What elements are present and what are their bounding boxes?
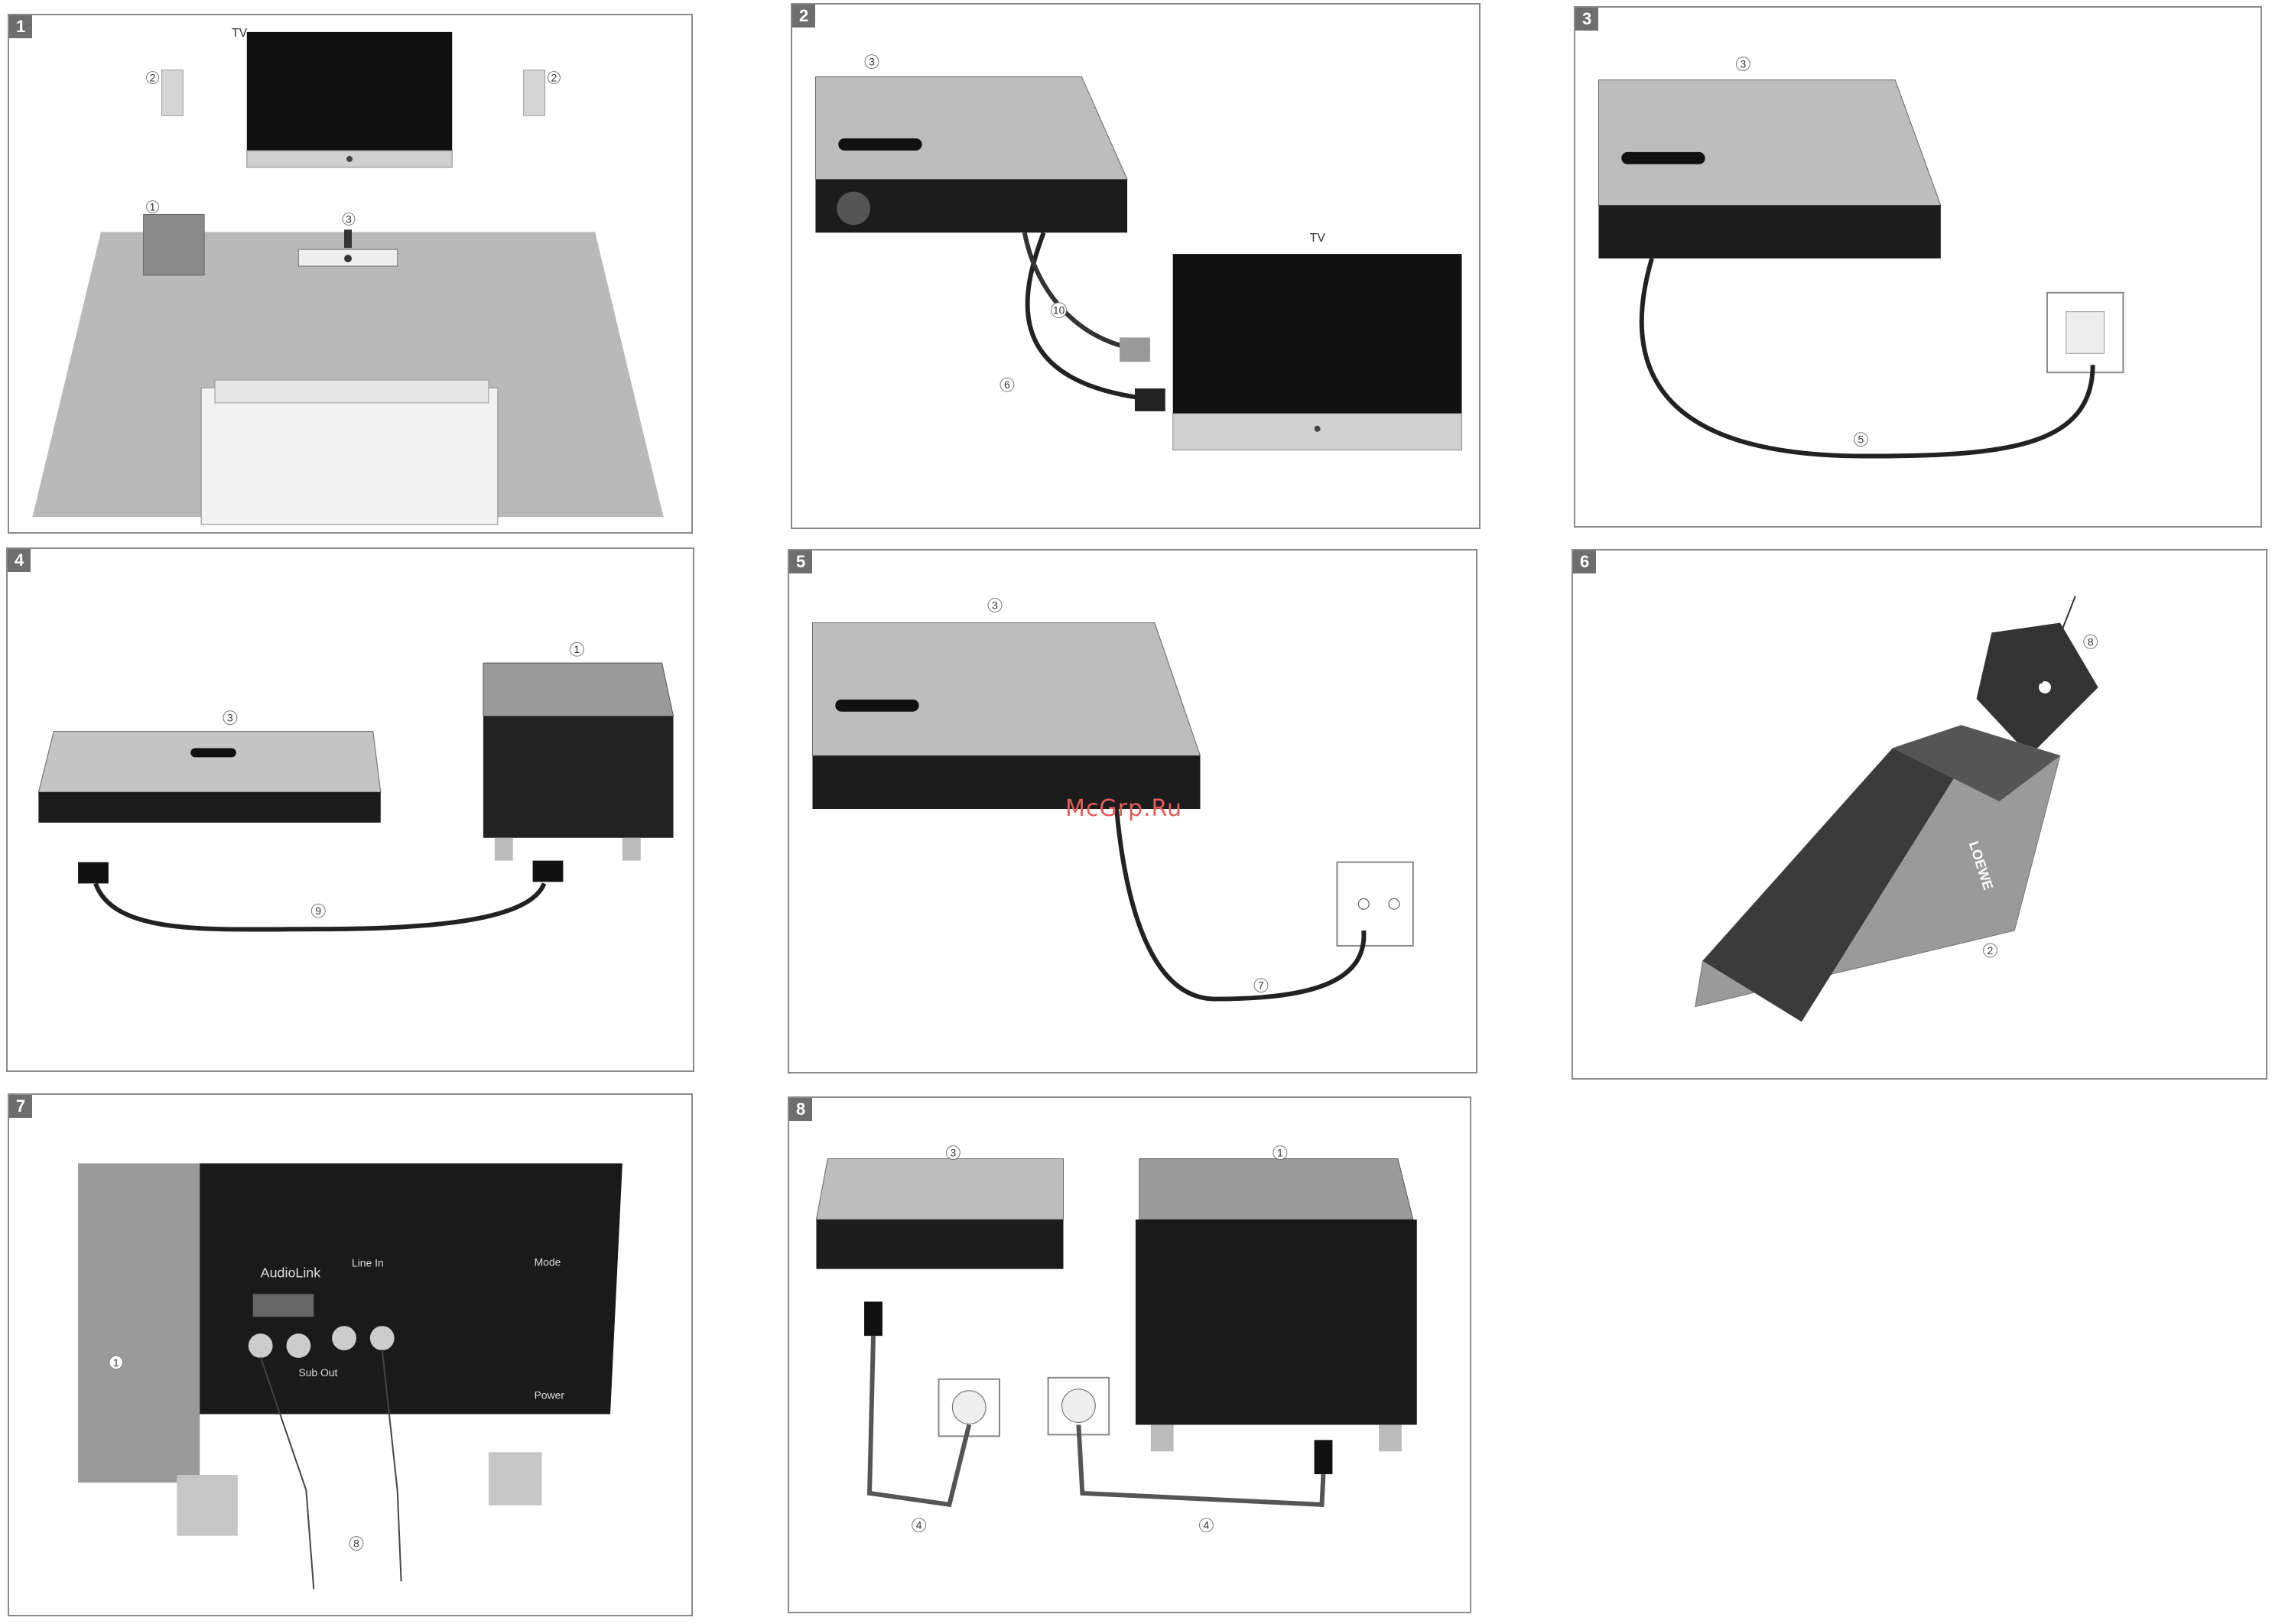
player-box-top: [38, 732, 380, 793]
panel-1: 1 TV 2 2 1 3: [8, 14, 693, 534]
subwoofer: [1136, 1220, 1417, 1424]
callout-speaker-right: 2: [551, 71, 557, 83]
tv-connection-illustration: 3 TV 10 6: [792, 5, 1479, 528]
speaker-left: [161, 70, 183, 116]
panel-4: 4 3 1 9: [6, 547, 694, 1072]
callout-antenna-cable: 7: [1258, 979, 1264, 992]
callout-player: 3: [992, 599, 998, 612]
label-power: Power: [535, 1389, 565, 1402]
callout-subwoofer: 1: [1277, 1147, 1283, 1159]
power-connection-illustration: 3 1 4 4: [789, 1098, 1470, 1612]
tv-label: TV: [232, 27, 248, 40]
subwoofer: [483, 716, 674, 838]
player-back-panel: [816, 1220, 1063, 1269]
audiolink-port: [253, 1294, 314, 1317]
subwoofer: [144, 214, 205, 275]
player-back-panel: [38, 792, 380, 823]
player-box-top: [816, 1159, 1063, 1220]
subwoofer-foot-left: [177, 1475, 238, 1536]
antenna-cable: [1116, 809, 1364, 999]
tv-label: TV: [1310, 232, 1326, 245]
av-cable: [1025, 232, 1150, 350]
callout-subwoofer: 1: [150, 200, 156, 213]
callout-player: 3: [951, 1147, 957, 1159]
callout-hdmi-cable: 6: [1004, 378, 1010, 391]
panel-2: 2 3 TV 10 6: [791, 3, 1481, 529]
player-back-panel: [1598, 205, 1940, 258]
sofa: [201, 388, 498, 525]
label-audiolink: AudioLink: [261, 1265, 321, 1281]
antenna-wall-socket: [1337, 862, 1412, 946]
panel-6: 6 8 LOEWE 2: [1572, 549, 2267, 1080]
player-box-top: [1598, 80, 1940, 205]
callout-subwoofer: 1: [574, 643, 580, 655]
watermark: McGrp.Ru: [1065, 795, 1182, 822]
speaker-right: [524, 70, 545, 116]
speaker-mount-illustration: 8 LOEWE 2: [1573, 551, 2266, 1078]
hdmi-cable: [1028, 232, 1158, 400]
callout-speaker-wire: 8: [2088, 635, 2094, 648]
callout-player: 3: [869, 56, 875, 68]
callout-speaker: 2: [1988, 944, 1994, 957]
callout-speaker-left: 2: [150, 71, 156, 83]
callout-player: 3: [1740, 58, 1746, 70]
callout-av-cable: 10: [1053, 304, 1065, 317]
room-layout-illustration: TV 2 2 1 3: [9, 15, 691, 532]
subwoofer-back: [200, 1163, 622, 1414]
audiolink-connection-illustration: 3 1 9: [8, 549, 693, 1070]
subwoofer-foot-right: [489, 1452, 542, 1505]
network-cable: [1642, 258, 2093, 456]
player-box-top: [815, 76, 1127, 179]
subwoofer-side: [78, 1163, 200, 1483]
player-box-top: [812, 622, 1200, 755]
callout-player: 3: [346, 213, 352, 225]
tv-screen: [247, 32, 452, 165]
subwoofer-back-panel-illustration: AudioLink Line In Sub Out Power Mode 1 8: [9, 1095, 691, 1615]
callout-network-cable: 5: [1858, 434, 1864, 446]
callout-power-cable-subwoofer: 4: [1204, 1519, 1210, 1531]
callout-subwoofer: 1: [113, 1356, 119, 1369]
label-sub-out: Sub Out: [298, 1366, 337, 1379]
callout-player: 3: [227, 712, 233, 724]
callout-power-cable-player: 4: [916, 1519, 922, 1531]
tv-screen: [1173, 254, 1462, 414]
label-line-in: Line In: [352, 1257, 384, 1269]
callout-speaker-wire: 8: [353, 1538, 359, 1550]
network-connection-illustration: 3 5: [1575, 8, 2261, 526]
callout-audiolink-cable: 9: [315, 905, 321, 917]
panel-8: 8 3 1 4 4: [788, 1096, 1471, 1613]
power-cable-subwoofer: [1078, 1424, 1323, 1504]
panel-7: 7 AudioLink Line In Sub Out Power Mode 1…: [8, 1093, 693, 1616]
player-dock: [344, 229, 352, 248]
tv-logo: [346, 156, 353, 162]
panel-3: 3 3 5: [1574, 6, 2262, 528]
label-mode: Mode: [535, 1256, 561, 1268]
